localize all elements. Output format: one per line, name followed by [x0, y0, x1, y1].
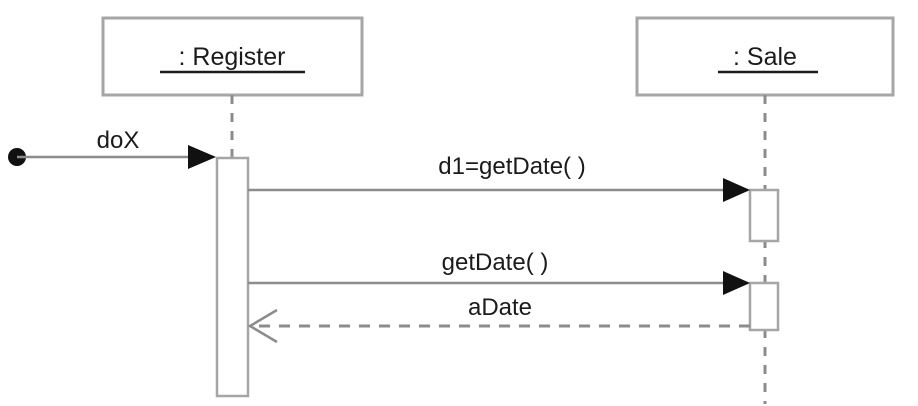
participant-label-sale: : Sale	[733, 43, 797, 71]
message-return-adate[interactable]: aDate	[247, 294, 750, 344]
participant-box-register[interactable]	[101, 16, 364, 97]
arrowhead-filled-getdate-1	[723, 178, 750, 202]
arrowhead-filled-dox	[188, 145, 216, 169]
message-found-dox[interactable]: doX	[8, 127, 216, 169]
arrowhead-open-adate	[247, 308, 278, 344]
message-label-getdate-2: getDate( )	[442, 249, 549, 276]
message-call-getdate-1[interactable]: d1=getDate( )	[248, 153, 750, 202]
message-label-getdate-1: d1=getDate( )	[438, 153, 585, 180]
participant-label-register: : Register	[179, 43, 286, 71]
message-call-getdate-2[interactable]: getDate( )	[248, 249, 750, 295]
activation-bar-register[interactable]	[215, 156, 250, 398]
arrowhead-filled-getdate-2	[723, 271, 750, 295]
activation-bar-sale-1[interactable]	[748, 188, 780, 243]
activation-bar-sale-2[interactable]	[748, 281, 780, 332]
participant-register[interactable]: : Register	[101, 16, 364, 398]
message-label-dox: doX	[97, 127, 140, 154]
message-label-adate: aDate	[468, 294, 532, 321]
participant-sale[interactable]: : Sale	[635, 16, 895, 404]
